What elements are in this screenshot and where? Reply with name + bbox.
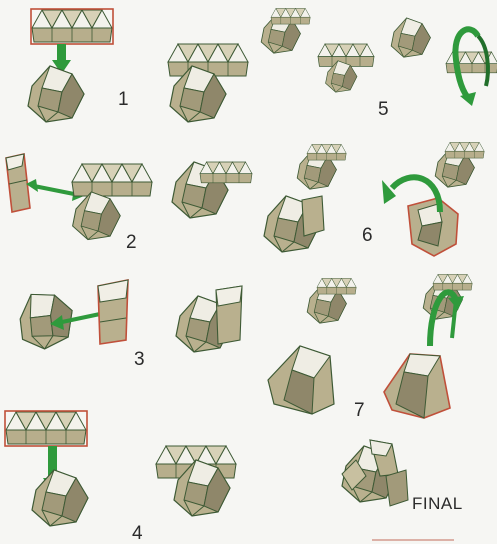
step-4-result-piece [156, 446, 236, 516]
step-2-result-piece [172, 162, 252, 218]
step-1-result-piece [168, 44, 248, 122]
step-6-piece-b [264, 196, 324, 252]
step-5-piece-a [261, 8, 310, 53]
step-6-piece-c [435, 142, 484, 187]
step-5-piece-b [318, 44, 374, 92]
step-5-label: 5 [378, 100, 389, 119]
step-3-group [10, 280, 242, 354]
step-4-bar-piece [5, 411, 87, 446]
step-6-piece-a [297, 144, 346, 189]
step-3-result-piece [176, 286, 242, 352]
step-6-piece-d [408, 198, 458, 256]
step-2-base-piece [72, 164, 152, 240]
step-5-group [261, 8, 497, 106]
step-1-base-piece [28, 66, 84, 122]
step-7-piece-c [423, 274, 472, 319]
final-label: FINAL [412, 494, 463, 514]
step-3-side-piece [98, 280, 128, 344]
step-2-side-piece [6, 154, 30, 212]
step-7-piece-d [384, 354, 450, 418]
step-1-bar-piece [31, 9, 113, 44]
step-5-piece-c [391, 18, 430, 57]
step-4-base-piece [32, 470, 88, 526]
step-7-group [268, 274, 472, 418]
final-assembled-puzzle [342, 440, 408, 506]
step-4-group [5, 411, 236, 526]
step-7-piece-a [307, 278, 356, 323]
step-1-label: 1 [118, 90, 129, 109]
step-3-label: 3 [134, 350, 145, 369]
step-4-label: 4 [132, 524, 143, 543]
step-7-label: 7 [354, 401, 365, 420]
step-1-group [28, 9, 248, 122]
step-2-group [6, 154, 252, 240]
step-7-piece-b [268, 346, 334, 414]
step-2-label: 2 [126, 233, 137, 252]
step-6-group [264, 142, 484, 256]
step-6-label: 6 [362, 226, 373, 245]
